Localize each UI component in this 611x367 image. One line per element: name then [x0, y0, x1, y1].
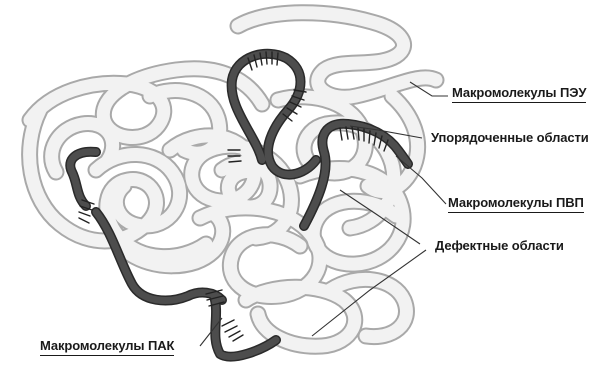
label-defect-regions: Дефектные области [435, 238, 564, 254]
label-peu: Макромолекулы ПЭУ [452, 85, 586, 103]
label-pak: Макромолекулы ПАК [40, 338, 174, 356]
peu-macromolecules [30, 13, 436, 346]
label-ordered-regions: Упорядоченные области [431, 130, 589, 146]
label-pvp: Макромолекулы ПВП [448, 195, 584, 213]
